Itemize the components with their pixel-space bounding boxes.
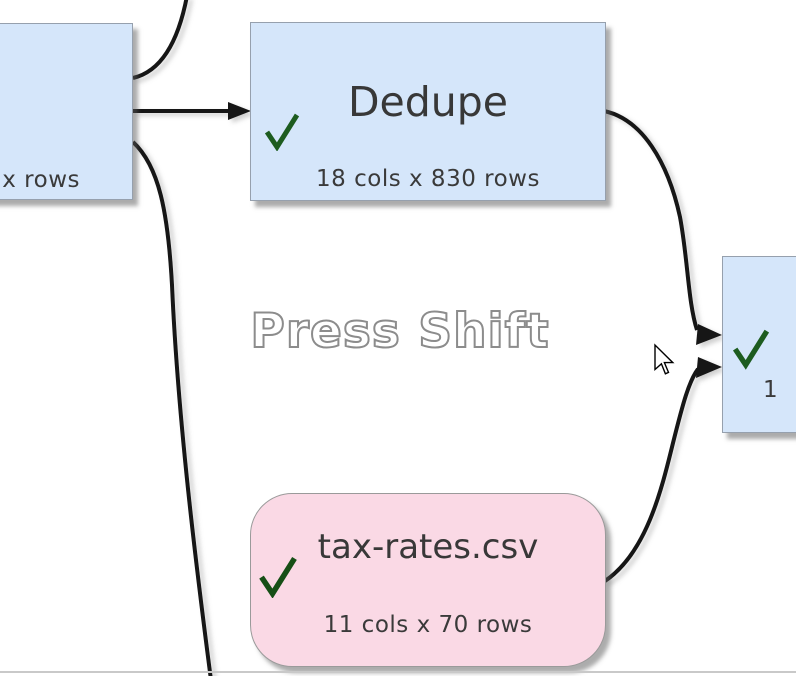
node-output-partial[interactable]: 1 — [722, 256, 796, 433]
checkmark-icon — [259, 556, 297, 598]
mouse-cursor-icon — [654, 343, 675, 375]
arrowhead-into-output-lower — [696, 357, 722, 378]
node-dedupe-title: Dedupe — [347, 78, 509, 126]
node-tax-title: tax-rates.csv — [317, 527, 539, 567]
node-left-partial[interactable]: x rows — [0, 23, 133, 200]
press-shift-watermark: Press Shift — [249, 303, 550, 360]
node-output-subtitle: 1 — [763, 377, 779, 403]
arrowhead-into-output-upper — [696, 324, 722, 345]
connector-left-to-bottom — [131, 140, 213, 676]
node-tax-rates-csv[interactable]: tax-rates.csv 11 cols x 70 rows — [250, 493, 606, 667]
checkmark-icon — [732, 329, 770, 370]
node-left-subtitle: x rows — [2, 167, 80, 193]
connector-tax-to-output — [603, 367, 700, 583]
arrowhead-into-dedupe — [228, 102, 251, 120]
node-dedupe-subtitle: 18 cols x 830 rows — [316, 166, 540, 192]
checkmark-icon — [264, 113, 300, 151]
node-dedupe[interactable]: Dedupe 18 cols x 830 rows — [250, 22, 606, 201]
connector-left-to-top — [132, 0, 189, 80]
canvas-bottom-border — [0, 671, 796, 673]
connector-dedupe-to-output — [603, 109, 699, 331]
node-tax-subtitle: 11 cols x 70 rows — [323, 612, 533, 638]
